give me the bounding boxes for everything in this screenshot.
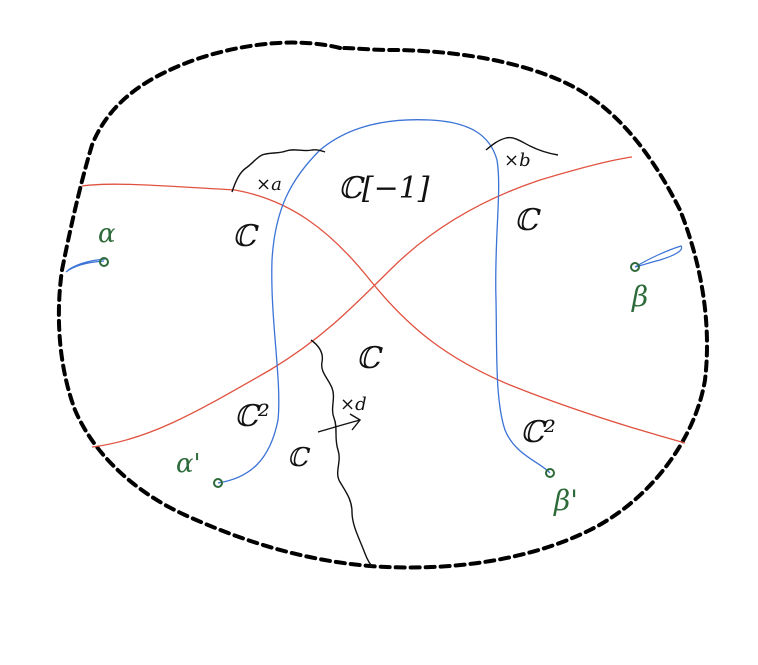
beta-prime-point [545,468,555,478]
label-upper-right: ℂ [514,203,541,238]
alpha-prime-point [213,478,223,488]
squiggle-xd [310,339,373,567]
beta-point [630,262,640,272]
label-upper-left: ℂ [232,219,259,254]
squiggle-xa [231,149,326,193]
label-alpha-prime: α' [176,449,201,479]
label-alpha: α [98,219,116,249]
label-lower-right: ℂ² [520,415,556,450]
alpha-point [99,257,109,267]
blue-curve [217,119,551,484]
label-lower-center: ℂ [287,443,311,473]
squiggle-xb [485,136,559,156]
label-center: ℂ [356,341,383,376]
label-beta-prime: β' [553,484,578,517]
label-xa: ×a [256,174,282,195]
red-curve-ascending [91,156,633,448]
label-center-top: ℂ[−1] [338,171,430,206]
blue-whisker-beta [634,245,683,268]
red-curve-descending [81,183,686,444]
dashed-boundary [56,40,709,570]
monodromy-arrow [317,413,362,433]
label-beta: β [631,280,648,313]
label-xb: ×b [504,150,531,171]
label-lower-left: ℂ² [234,399,270,434]
label-xd: ×d [340,394,367,415]
